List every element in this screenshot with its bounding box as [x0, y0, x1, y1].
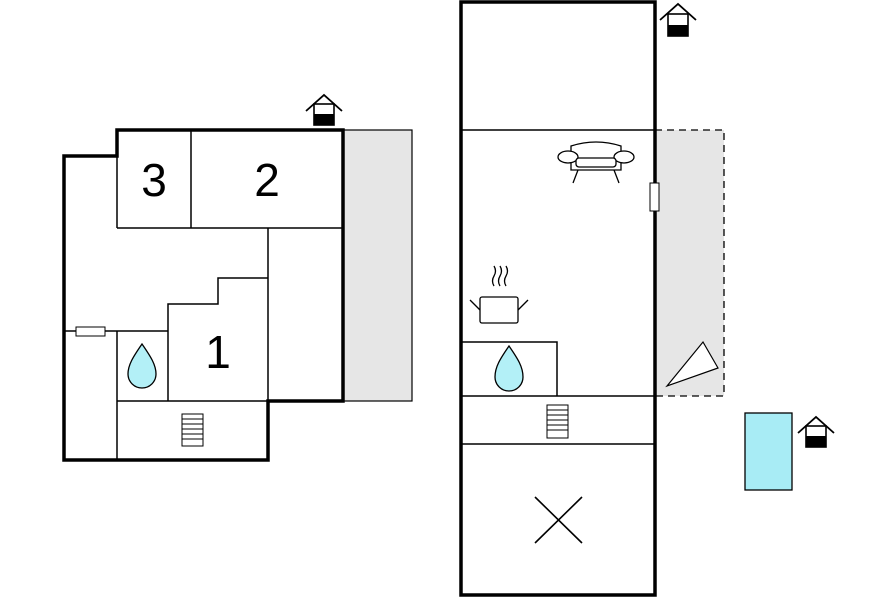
pool-area	[744, 412, 835, 491]
inner-walls-right	[461, 129, 655, 445]
right-floor-plan	[459, 0, 725, 597]
window-icon	[75, 326, 106, 337]
room-number-2: 2	[254, 154, 280, 206]
bathroom-water-drop-icon	[127, 342, 157, 389]
staircase-icon	[181, 413, 204, 447]
sofa-icon	[557, 141, 635, 184]
window-icon	[649, 182, 660, 212]
cooking-pot-icon	[469, 265, 529, 324]
house-entrance-icon	[305, 93, 343, 126]
outer-wall-right	[459, 0, 657, 597]
house-entrance-icon	[797, 415, 835, 448]
void-cross-icon	[534, 496, 583, 544]
room-number-3: 3	[141, 154, 167, 206]
left-floor-plan: 3 2 1	[62, 93, 413, 462]
swimming-pool-icon	[744, 412, 793, 491]
terrace-left	[342, 129, 413, 402]
inner-walls-left	[64, 130, 343, 460]
terrace-awning-icon	[665, 340, 719, 388]
outer-wall-left	[62, 128, 345, 462]
bathroom-water-drop-icon	[494, 344, 524, 392]
staircase-icon	[546, 404, 569, 439]
house-entrance-icon	[659, 2, 697, 37]
room-number-1: 1	[205, 326, 231, 378]
terrace-right	[654, 129, 725, 397]
